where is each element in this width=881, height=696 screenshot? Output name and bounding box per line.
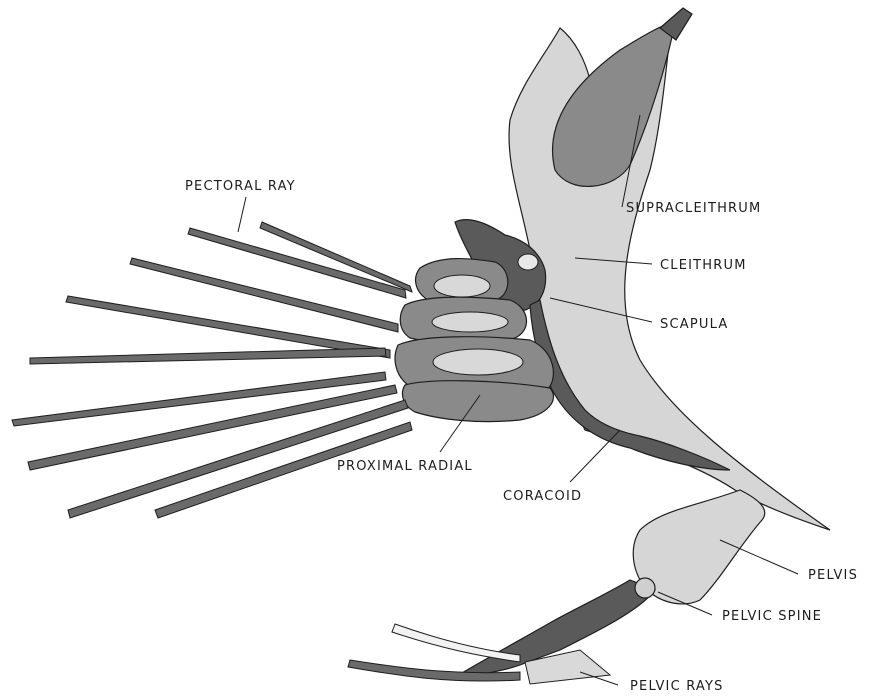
label-pectoral-ray: PECTORAL RAY [185, 179, 296, 194]
pelvic-ray [392, 624, 520, 662]
pelvic-spine-joint [635, 578, 655, 598]
label-supracleithrum: SUPRACLEITHRUM [626, 201, 761, 216]
radial-foramen-2 [432, 312, 508, 332]
label-coracoid: CORACOID [503, 489, 582, 504]
scapular-foramen [518, 254, 538, 270]
label-pelvis: PELVIS [808, 568, 858, 583]
label-scapula: SCAPULA [660, 317, 728, 332]
proximal-radial-4 [402, 381, 553, 422]
label-cleithrum: CLEITHRUM [660, 258, 747, 273]
radial-foramen-3 [433, 349, 523, 375]
label-pelvic-spine: PELVIC SPINE [722, 609, 822, 624]
label-pelvic-rays: PELVIC RAYS [630, 679, 724, 694]
label-proximal-radial: PROXIMAL RADIAL [337, 459, 473, 474]
leader-coracoid [570, 430, 620, 482]
pectoral-ray [30, 348, 386, 364]
pectoral-ray [66, 296, 390, 358]
radial-foramen-1 [434, 275, 490, 297]
leader-pectoral-ray [238, 197, 246, 232]
